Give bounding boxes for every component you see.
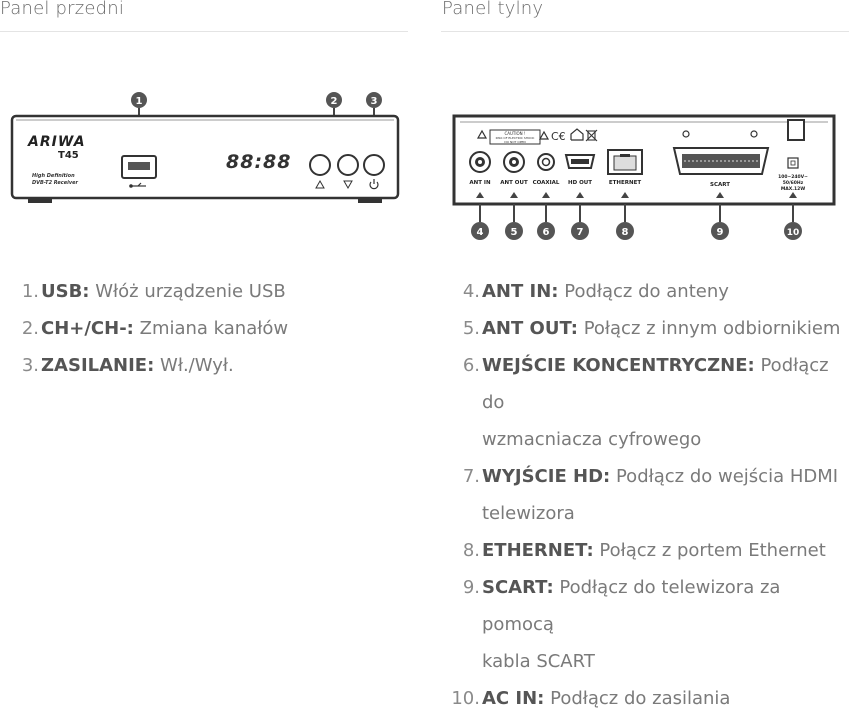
- svg-text:3: 3: [371, 96, 378, 107]
- list-item: 9.SCART: Podłącz do telewizora za pomocą: [462, 577, 781, 635]
- list-item: 3.ZASILANIE: Wł./Wył.: [21, 355, 234, 376]
- callout-7: 7: [571, 222, 589, 240]
- list-item: 1.USB: Włóż urządzenie USB: [21, 281, 286, 302]
- list-item: 8.ETHERNET: Połącz z portem Ethernet: [462, 540, 826, 561]
- callout-8: 8: [616, 222, 634, 240]
- led-display: 88:88: [226, 151, 291, 173]
- rear-panel-diagram: CAUTION ! RISK OF ELECTRIC SHOCK DO NOT …: [452, 114, 836, 240]
- svg-text:DO NOT OPEN: DO NOT OPEN: [504, 140, 525, 144]
- svg-text:5: 5: [511, 227, 518, 238]
- list-item-continuation: telewizora: [482, 503, 575, 524]
- list-item: 6.WEJŚCIE KONCENTRYCZNE: Podłącz do: [462, 355, 829, 413]
- power-button: [363, 154, 385, 176]
- callout-1: 1: [131, 92, 147, 108]
- callout-9: 9: [711, 222, 729, 240]
- front-panel-divider: [0, 31, 408, 32]
- svg-text:2: 2: [331, 96, 338, 107]
- home-icon: [570, 128, 584, 141]
- svg-text:10: 10: [787, 228, 800, 238]
- callout-2: 2: [326, 92, 342, 108]
- svg-text:7: 7: [577, 227, 584, 238]
- usb-icon: [129, 182, 146, 188]
- svg-text:High Definition: High Definition: [32, 173, 75, 179]
- ch-down-button: [337, 154, 359, 176]
- callout-4: 4: [471, 222, 489, 240]
- port-label-hd-out: HD OUT: [568, 180, 592, 186]
- list-item-continuation: kabla SCART: [482, 651, 595, 672]
- list-item: 10.AC IN: Podłącz do zasilania: [451, 688, 731, 709]
- port-label-ethernet: ETHERNET: [609, 180, 641, 186]
- port-label-ant-out: ANT OUT: [500, 180, 528, 186]
- svg-text:RISK OF ELECTRIC SHOCK: RISK OF ELECTRIC SHOCK: [496, 136, 536, 140]
- warning-icon: [538, 130, 550, 140]
- list-item-continuation: wzmacniacza cyfrowego: [482, 429, 702, 450]
- svg-text:CAUTION !: CAUTION !: [504, 131, 525, 136]
- triangle-up-icon: [315, 179, 325, 189]
- port-label-scart: SCART: [710, 182, 730, 188]
- power-icon: [369, 179, 379, 190]
- brand-logo: ARIWA: [27, 134, 86, 150]
- port-label-coaxial: COAXIAL: [533, 180, 560, 186]
- front-panel-diagram: 1 2 3 ARIWA T45 High Definition DVB-T2 R…: [10, 92, 400, 203]
- list-item: 7.WYJŚCIE HD: Podłącz do wejścia HDMI: [462, 466, 839, 487]
- callout-3: 3: [366, 92, 382, 108]
- model-label: T45: [58, 150, 79, 161]
- svg-text:100~240V~: 100~240V~: [778, 174, 808, 180]
- svg-text:50/60Hz: 50/60Hz: [783, 180, 804, 186]
- svg-text:1: 1: [136, 96, 143, 107]
- weee-bin-icon: [585, 129, 598, 142]
- svg-text:MAX.12W: MAX.12W: [781, 186, 805, 192]
- svg-text:9: 9: [717, 227, 724, 238]
- svg-text:8: 8: [622, 227, 629, 238]
- callout-6: 6: [537, 222, 555, 240]
- ch-up-button: [309, 154, 331, 176]
- triangle-down-icon: [343, 180, 353, 190]
- list-item: 5.ANT OUT: Połącz z innym odbiornikiem: [462, 318, 841, 339]
- front-panel-title: Panel przedni: [0, 0, 125, 19]
- rear-panel-list: 4.ANT IN: Podłącz do anteny 5.ANT OUT: P…: [451, 273, 849, 717]
- svg-text:DVB-T2 Receiver: DVB-T2 Receiver: [32, 180, 79, 186]
- svg-text:4: 4: [477, 227, 484, 238]
- rear-panel-title: Panel tylny: [442, 0, 544, 19]
- rear-panel-divider: [441, 31, 849, 32]
- list-item: 2.CH+/CH-: Zmiana kanałów: [21, 318, 289, 339]
- callout-10: 10: [784, 222, 802, 240]
- list-item: 4.ANT IN: Podłącz do anteny: [462, 281, 729, 302]
- port-label-ant-in: ANT IN: [469, 180, 491, 186]
- callout-5: 5: [505, 222, 523, 240]
- front-panel-list: 1.USB: Włóż urządzenie USB 2.CH+/CH-: Zm…: [21, 273, 289, 384]
- svg-text:6: 6: [543, 227, 550, 238]
- ce-mark-icon: C€: [551, 130, 566, 143]
